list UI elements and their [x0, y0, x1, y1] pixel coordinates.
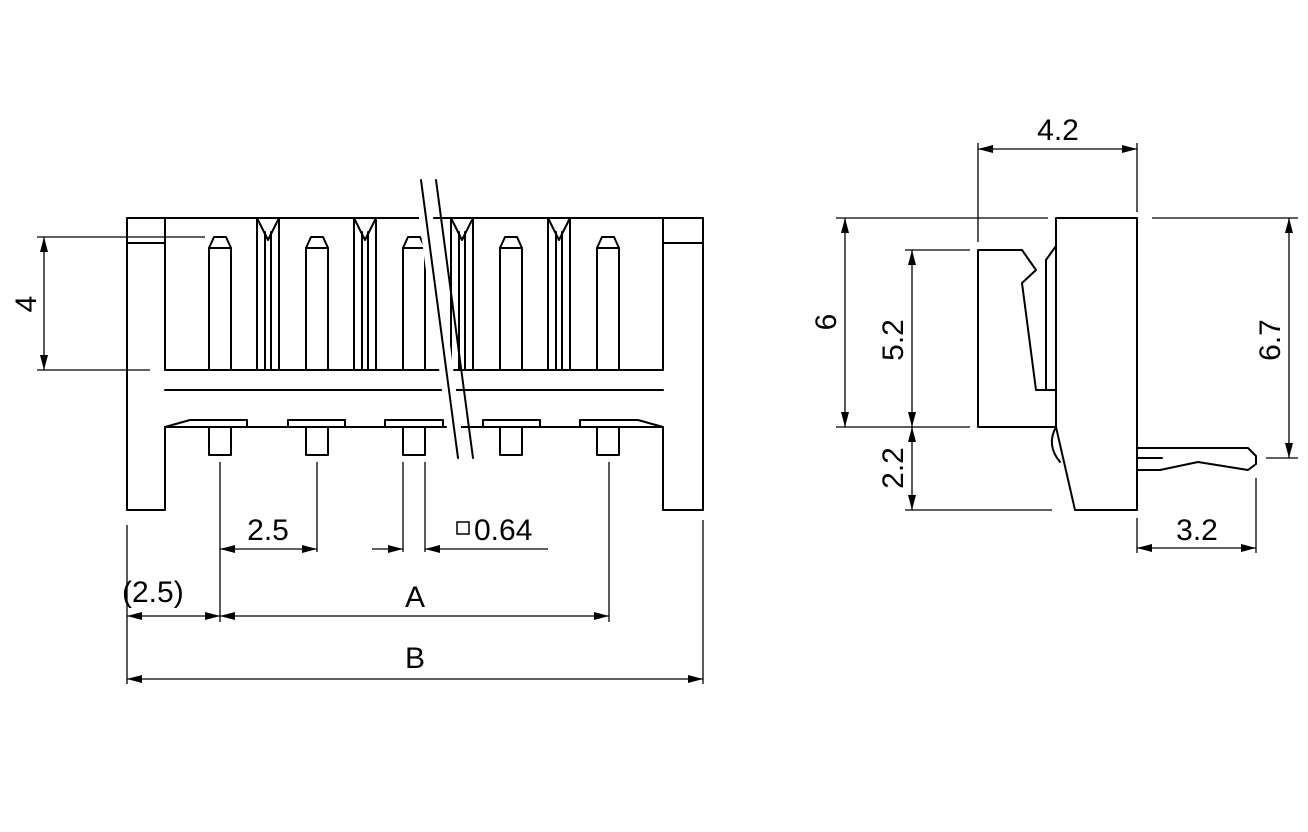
dim-pin-protrusion-label: 3.2 — [1176, 514, 1218, 547]
dim-latch-height: 5.2 — [877, 249, 970, 427]
dim-pin-size: 0.64 — [372, 462, 548, 553]
dim-pin-protrusion: 3.2 — [1136, 478, 1257, 553]
pin-2 — [305, 236, 329, 371]
dim-height-4: 4 — [10, 236, 205, 371]
dim-end-offset-label: (2.5) — [122, 576, 184, 609]
dim-pitch-label: 2.5 — [247, 514, 289, 547]
dim-depth: 4.2 — [977, 114, 1138, 242]
pin-1-tail — [208, 426, 232, 456]
pin-5 — [596, 236, 620, 371]
dim-depth-label: 4.2 — [1037, 114, 1079, 147]
pin-3-tail — [402, 426, 426, 456]
front-view: 4 2.5 0.64 (2.5) — [10, 179, 704, 684]
pin-4 — [499, 236, 523, 371]
pin-5-tail — [596, 426, 620, 456]
housing-bottom-edge — [164, 419, 664, 428]
dim-A: A — [220, 462, 610, 622]
dim-total-height: 6.7 — [1152, 217, 1298, 459]
pin-4-tail — [499, 426, 523, 456]
housing-outline — [126, 217, 704, 511]
dim-total-height-label: 6.7 — [1254, 319, 1287, 361]
break-lines — [414, 179, 474, 459]
pins — [208, 236, 620, 456]
dim-end-offset: (2.5) — [122, 525, 220, 684]
dim-pin-below-label: 2.2 — [877, 447, 910, 489]
side-pin — [1136, 447, 1257, 471]
pin-3 — [402, 236, 426, 371]
square-symbol-icon — [456, 521, 470, 535]
pin-1 — [208, 236, 232, 371]
dim-B: B — [127, 520, 704, 684]
side-body — [1055, 217, 1138, 511]
dim-latch-height-label: 5.2 — [877, 319, 910, 361]
side-view: 4.2 6 5.2 2.2 — [810, 114, 1298, 553]
side-latch — [977, 249, 1057, 428]
dim-B-label: B — [405, 642, 425, 675]
dim-body-height-label: 6 — [810, 314, 843, 331]
dim-pitch: 2.5 — [219, 462, 318, 622]
separator-ribs — [256, 217, 571, 371]
dim-pin-below: 2.2 — [877, 427, 1052, 511]
dim-A-label: A — [405, 581, 425, 614]
dim-pin-size-label: 0.64 — [474, 514, 532, 547]
dim-body-height: 6 — [810, 217, 1048, 428]
dim-height-4-label: 4 — [10, 296, 43, 313]
pin-2-tail — [305, 426, 329, 456]
